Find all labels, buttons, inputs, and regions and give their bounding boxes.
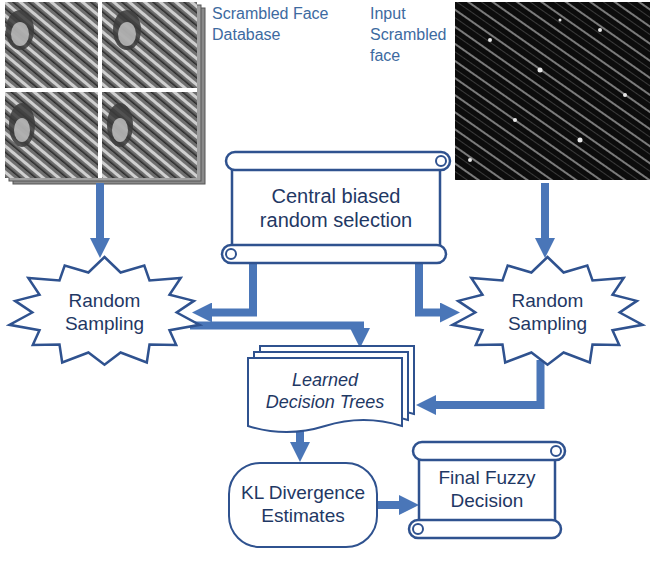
- node-text: Random Sampling: [482, 290, 613, 336]
- scroll-outline: [218, 150, 454, 265]
- image-arrow: [541, 183, 549, 246]
- flow-arrow: [419, 261, 448, 313]
- flow-arrow: [428, 360, 541, 405]
- flow-arrow: [190, 326, 360, 337]
- face-database-image: [5, 2, 205, 184]
- process-scroll: Central biased random selection: [218, 150, 454, 265]
- flow-arrow: [204, 261, 253, 313]
- image-arrow: [96, 183, 104, 246]
- rounded-box: KL Divergence Estimates: [228, 462, 378, 548]
- flow-arrow: [378, 501, 407, 509]
- node-text: KL Divergence Estimates: [240, 482, 366, 528]
- image-label: Input Scrambled face: [370, 4, 454, 66]
- node-text: Central biased random selection: [240, 184, 432, 232]
- process-starburst: Random Sampling: [448, 255, 647, 370]
- process-starburst: Random Sampling: [5, 255, 204, 370]
- result-scroll: Final Fuzzy Decision: [405, 440, 569, 540]
- node-text: Learned Decision Trees: [256, 370, 394, 413]
- input-face-image: [455, 2, 650, 180]
- image-label: Scrambled Face Database: [212, 4, 332, 46]
- node-text: Final Fuzzy Decision: [427, 467, 547, 513]
- document-stack: Learned Decision Trees: [248, 358, 402, 438]
- node-text: Random Sampling: [39, 290, 170, 336]
